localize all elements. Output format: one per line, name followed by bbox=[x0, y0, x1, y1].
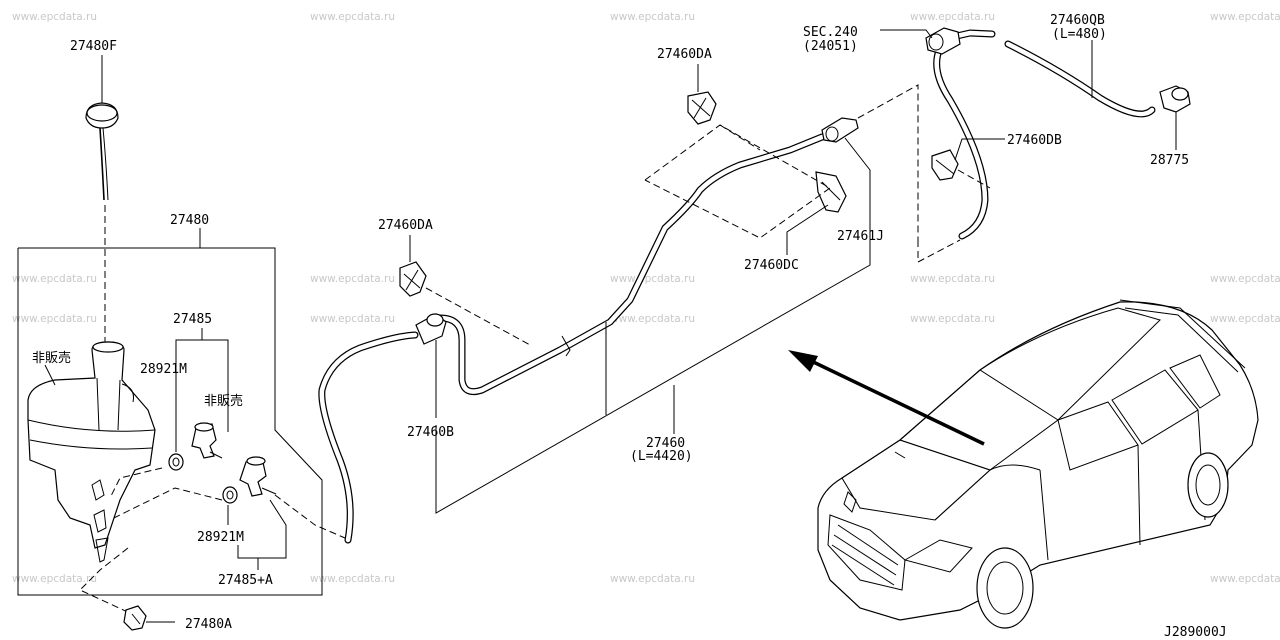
label-28775: 28775 bbox=[1150, 153, 1189, 168]
hose-connector-part bbox=[821, 117, 859, 143]
watermark-layer: www.epcdata.ru www.epcdata.ru www.epcdata.… bbox=[12, 11, 1280, 585]
label-27460QB: 27460QB bbox=[1050, 13, 1105, 28]
dash-pump-upper bbox=[109, 467, 163, 499]
label-27460DA-upper: 27460DA bbox=[657, 47, 712, 62]
dash-pump-lower bbox=[109, 487, 223, 521]
leader-27460DB bbox=[954, 138, 1005, 161]
label-not-sold-b: 非販売 bbox=[204, 393, 243, 409]
label-28921M-a: 28921M bbox=[140, 362, 187, 377]
dash-clip-box-inner bbox=[719, 124, 761, 151]
dash-rear-box bbox=[917, 239, 961, 263]
label-not-sold-a: 非販売 bbox=[32, 350, 71, 366]
washer-tank-part bbox=[27, 341, 156, 563]
watermark-text: www.epcdata.ru bbox=[12, 313, 97, 325]
watermark-text: www.epcdata.ru bbox=[610, 313, 695, 325]
clip-27460DC-part bbox=[815, 171, 847, 213]
nozzle-hose-group bbox=[880, 27, 1191, 263]
watermark-text: www.epcdata.ru bbox=[1210, 273, 1280, 285]
dash-bolt bbox=[79, 547, 133, 615]
watermark-text: www.epcdata.ru bbox=[12, 573, 97, 585]
washer-hose-group bbox=[318, 64, 919, 544]
leader-27460DC bbox=[786, 204, 829, 255]
leader-27485-bracket bbox=[175, 339, 229, 432]
watermark-text: www.epcdata.ru bbox=[910, 313, 995, 325]
clip-27460DA-lower-part bbox=[399, 261, 427, 297]
leader-27460-bracket bbox=[435, 137, 871, 514]
leader-not-sold-a bbox=[44, 364, 56, 386]
label-27485A: 27485+A bbox=[218, 573, 273, 588]
grommet-upper-part bbox=[168, 453, 184, 471]
watermark-text: www.epcdata.ru bbox=[610, 573, 695, 585]
watermark-text: www.epcdata.ru bbox=[310, 573, 395, 585]
washer-pump-upper-part bbox=[191, 422, 223, 459]
watermark-text: www.epcdata.ru bbox=[12, 11, 97, 23]
dash-hose-connect bbox=[274, 494, 346, 539]
watermark-text: www.epcdata.ru bbox=[910, 11, 995, 23]
label-27485: 27485 bbox=[173, 312, 212, 327]
view-direction-arrow bbox=[804, 356, 985, 446]
dash-27461J bbox=[857, 84, 919, 240]
watermark-text: www.epcdata.ru bbox=[310, 313, 395, 325]
label-27480F: 27480F bbox=[70, 39, 117, 54]
label-27460DB: 27460DB bbox=[1007, 133, 1062, 148]
leader-sec240 bbox=[880, 29, 933, 39]
dash-clip-db bbox=[957, 169, 991, 189]
label-27480A: 27480A bbox=[185, 617, 232, 632]
watermark-text: www.epcdata.ru bbox=[610, 11, 695, 23]
watermark-text: www.epcdata.ru bbox=[610, 273, 695, 285]
washer-pump-lower-part bbox=[239, 456, 277, 497]
label-27461J: 27461J bbox=[837, 229, 884, 244]
diagram-code: J289000J bbox=[1164, 625, 1227, 640]
nozzle-28775-part bbox=[1159, 85, 1191, 113]
clip-27460DB-part bbox=[931, 149, 959, 181]
label-27460DC: 27460DC bbox=[744, 258, 799, 273]
hose-joint-part bbox=[415, 313, 447, 345]
label-27460-length: (L=4420) bbox=[630, 449, 693, 464]
sec240-joint-part bbox=[925, 27, 961, 55]
callout-labels: 27480F 27480 27485 非販売 28921M 非販売 28921M… bbox=[32, 13, 1227, 640]
grommet-lower-part bbox=[222, 486, 238, 504]
label-sec240: SEC.240 bbox=[803, 25, 858, 40]
clip-27460DA-upper-part bbox=[687, 91, 717, 125]
watermark-text: www.epcdata.ru bbox=[12, 273, 97, 285]
hose-mid-clip bbox=[561, 335, 571, 357]
label-sec240-ref: (24051) bbox=[803, 39, 858, 54]
dash-clip-lower bbox=[425, 287, 531, 346]
watermark-text: www.epcdata.ru bbox=[310, 11, 395, 23]
tank-bolt-part bbox=[123, 605, 175, 631]
watermark-text: www.epcdata.ru bbox=[910, 273, 995, 285]
label-27460B: 27460B bbox=[407, 425, 454, 440]
leader-27485A-bracket bbox=[237, 499, 287, 559]
filler-cap-part bbox=[85, 102, 119, 201]
washer-tank-group bbox=[17, 55, 346, 631]
watermark-text: www.epcdata.ru bbox=[1210, 573, 1280, 585]
label-27480: 27480 bbox=[170, 213, 209, 228]
tank-assembly-frame bbox=[17, 247, 323, 596]
vehicle-illustration bbox=[788, 299, 1259, 629]
arrow-head bbox=[788, 350, 818, 372]
watermark-text: www.epcdata.ru bbox=[310, 273, 395, 285]
label-28921M-b: 28921M bbox=[197, 530, 244, 545]
label-27460QB-length: (L=480) bbox=[1052, 27, 1107, 42]
label-27460DA-lower: 27460DA bbox=[378, 218, 433, 233]
label-27460: 27460 bbox=[646, 436, 685, 451]
watermark-text: www.epcdata.ru bbox=[1210, 11, 1280, 23]
watermark-text: www.epcdata.ru bbox=[1210, 313, 1280, 325]
